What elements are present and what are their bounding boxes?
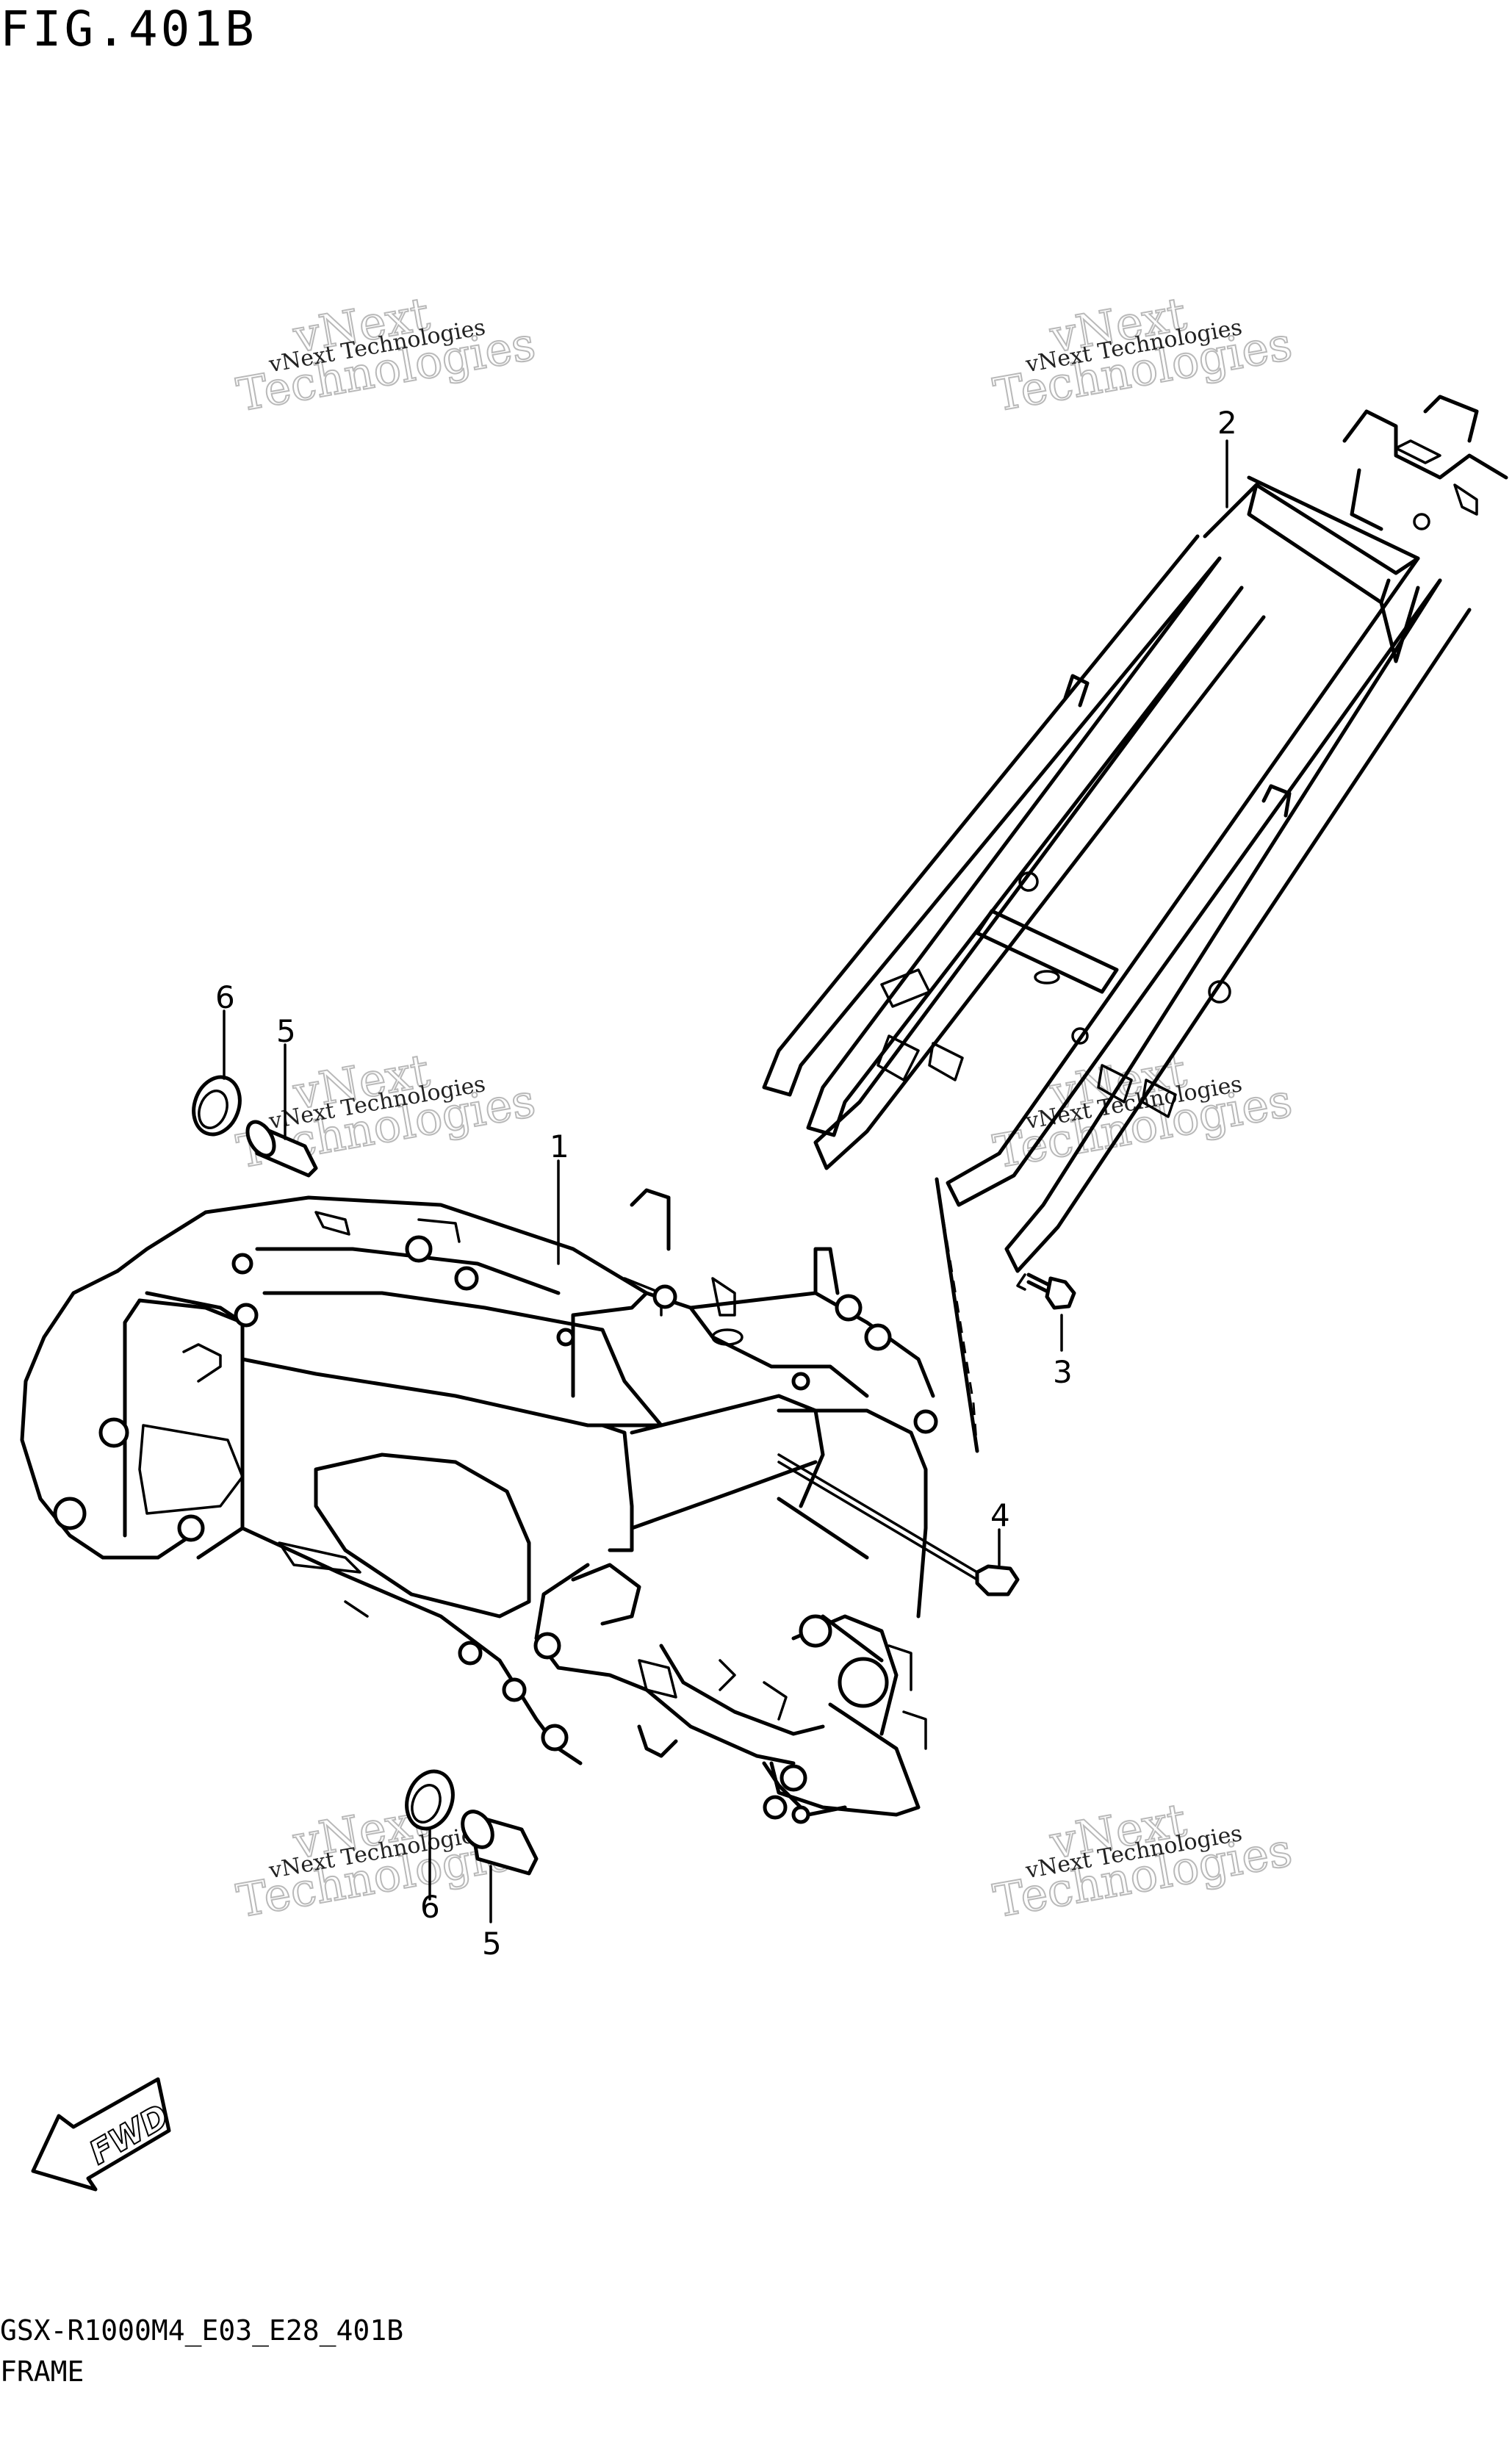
watermark: Technologies vNext vNext Technologies: [232, 286, 540, 422]
bushing-lower: [405, 1769, 455, 1831]
main-frame: [20, 1188, 938, 1824]
bolt: [1016, 1272, 1076, 1310]
callout-3: 3: [1053, 1354, 1073, 1390]
callout-4: 4: [990, 1497, 1010, 1533]
leader-lines: [223, 439, 1228, 1923]
bushing-upper: [192, 1075, 242, 1137]
pivot-shaft: [777, 1453, 1020, 1596]
watermark: Technologies vNext vNext Technologies: [989, 1792, 1297, 1929]
watermark-group: Technologies vNext vNext Technologies Te…: [232, 286, 1297, 1929]
figure-code: GSX-R1000M4_E03_E28_401B: [0, 2314, 404, 2347]
collar-lower: [461, 1810, 539, 1876]
figure-title: FIG.401B: [0, 1, 257, 57]
fwd-arrow-badge: FWD: [31, 2077, 176, 2192]
callout-5: 5: [276, 1013, 296, 1049]
callout-2: 2: [1217, 405, 1237, 441]
callout-6: 6: [420, 1889, 440, 1925]
callout-5: 5: [482, 1926, 502, 1962]
callout-1: 1: [550, 1128, 569, 1164]
figure-name: FRAME: [0, 2355, 84, 2388]
callout-6: 6: [215, 979, 235, 1015]
watermark: Technologies vNext vNext Technologies: [989, 286, 1297, 422]
alignment-line: [935, 1177, 979, 1453]
seat-rail: [762, 395, 1508, 1273]
collar-upper: [245, 1120, 318, 1178]
